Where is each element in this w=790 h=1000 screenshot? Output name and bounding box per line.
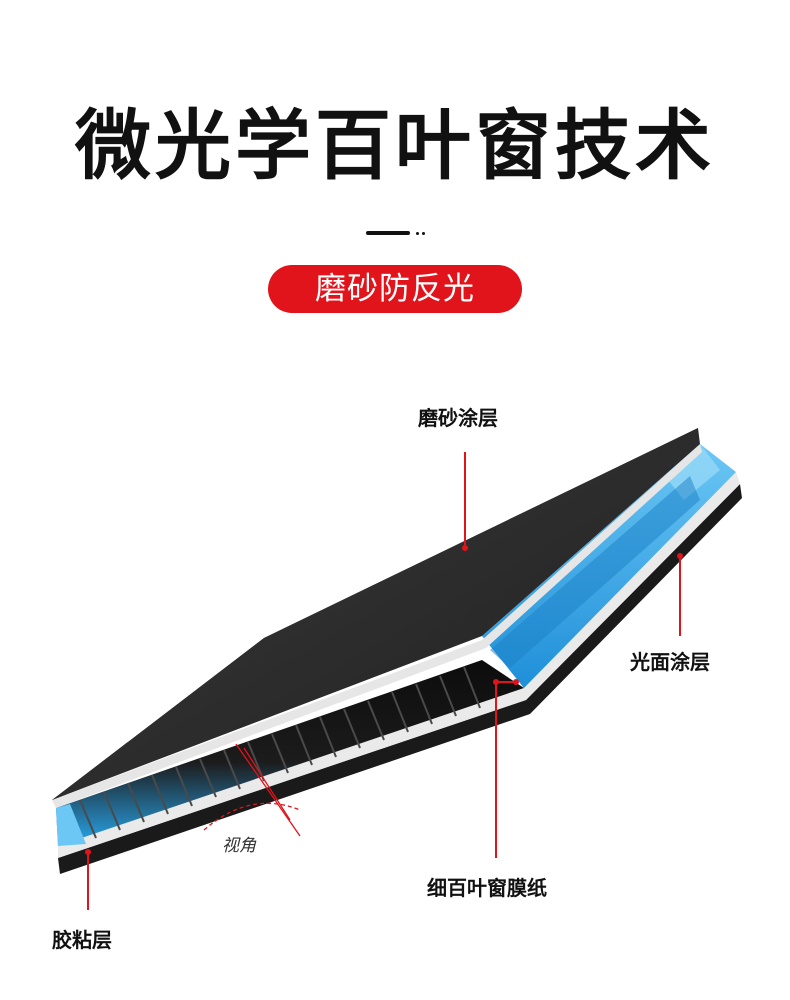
louver-slats [79,666,481,839]
louver-side-highlight [660,444,720,500]
callout-matte [462,452,468,551]
label-adhesive-layer: 胶粘层 [52,928,112,952]
page-title: 微光学百叶窗技术 [75,101,715,190]
callout-gloss [677,553,683,636]
louver-side-inner [490,476,700,668]
title-divider [366,231,426,237]
left-end-cap [56,804,86,846]
subtitle-badge: 磨砂防反光 [268,265,522,313]
matte-top-face [52,428,698,800]
callout-louver [493,679,519,858]
view-angle-line-a [235,743,301,837]
label-matte-coating: 磨砂涂层 [418,406,498,430]
callout-adhesive [85,849,91,910]
bottom-base-layer [58,484,742,874]
label-gloss-coating: 光面涂层 [630,650,710,674]
label-louver-film: 细百叶窗膜纸 [427,876,547,900]
label-view-angle: 视角 [222,836,256,856]
louver-front-face [56,660,524,846]
view-angle-line-b [243,747,291,821]
view-angle-arc [203,802,301,831]
